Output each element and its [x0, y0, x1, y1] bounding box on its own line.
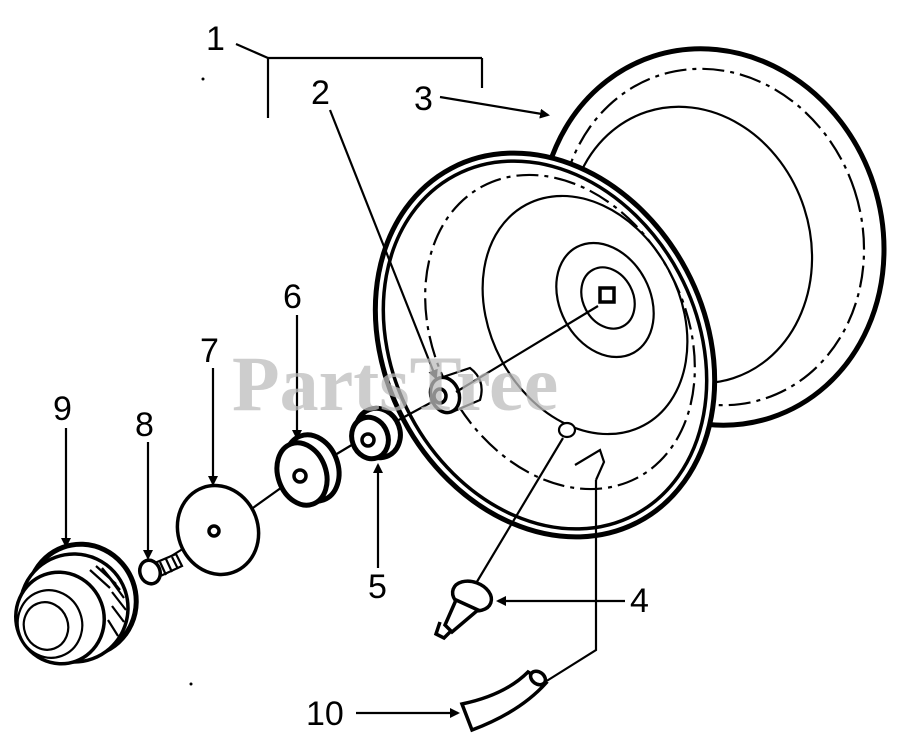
valve-stem-part-4 — [433, 437, 564, 641]
scan-speck — [201, 77, 205, 81]
watermark-text: PartsTree — [232, 340, 558, 427]
callout-leaders — [61, 42, 625, 718]
flat-washer-part-7 — [175, 483, 261, 577]
callout-10: 10 — [306, 695, 344, 733]
callout-2: 2 — [311, 74, 330, 112]
callout-5: 5 — [368, 568, 387, 606]
bearing-part-5 — [349, 405, 403, 462]
callout-4: 4 — [630, 582, 649, 620]
washer-part-6 — [274, 432, 342, 508]
axle-centerline — [455, 305, 599, 393]
valve-cap-part-10 — [459, 448, 606, 733]
hub-center — [598, 286, 616, 304]
bolt-part-8 — [137, 552, 184, 586]
callout-8: 8 — [135, 406, 154, 444]
callout-9: 9 — [53, 390, 72, 428]
spacer-tube-part-2 — [428, 366, 483, 415]
rim-front-half — [372, 150, 718, 540]
callout-7: 7 — [200, 332, 219, 370]
callout-1: 1 — [206, 20, 225, 58]
callout-3: 3 — [414, 80, 433, 118]
scan-speck — [189, 682, 193, 686]
callout-6: 6 — [283, 278, 302, 316]
valve-hole — [557, 421, 577, 439]
hub-cap-part-9 — [14, 541, 139, 666]
